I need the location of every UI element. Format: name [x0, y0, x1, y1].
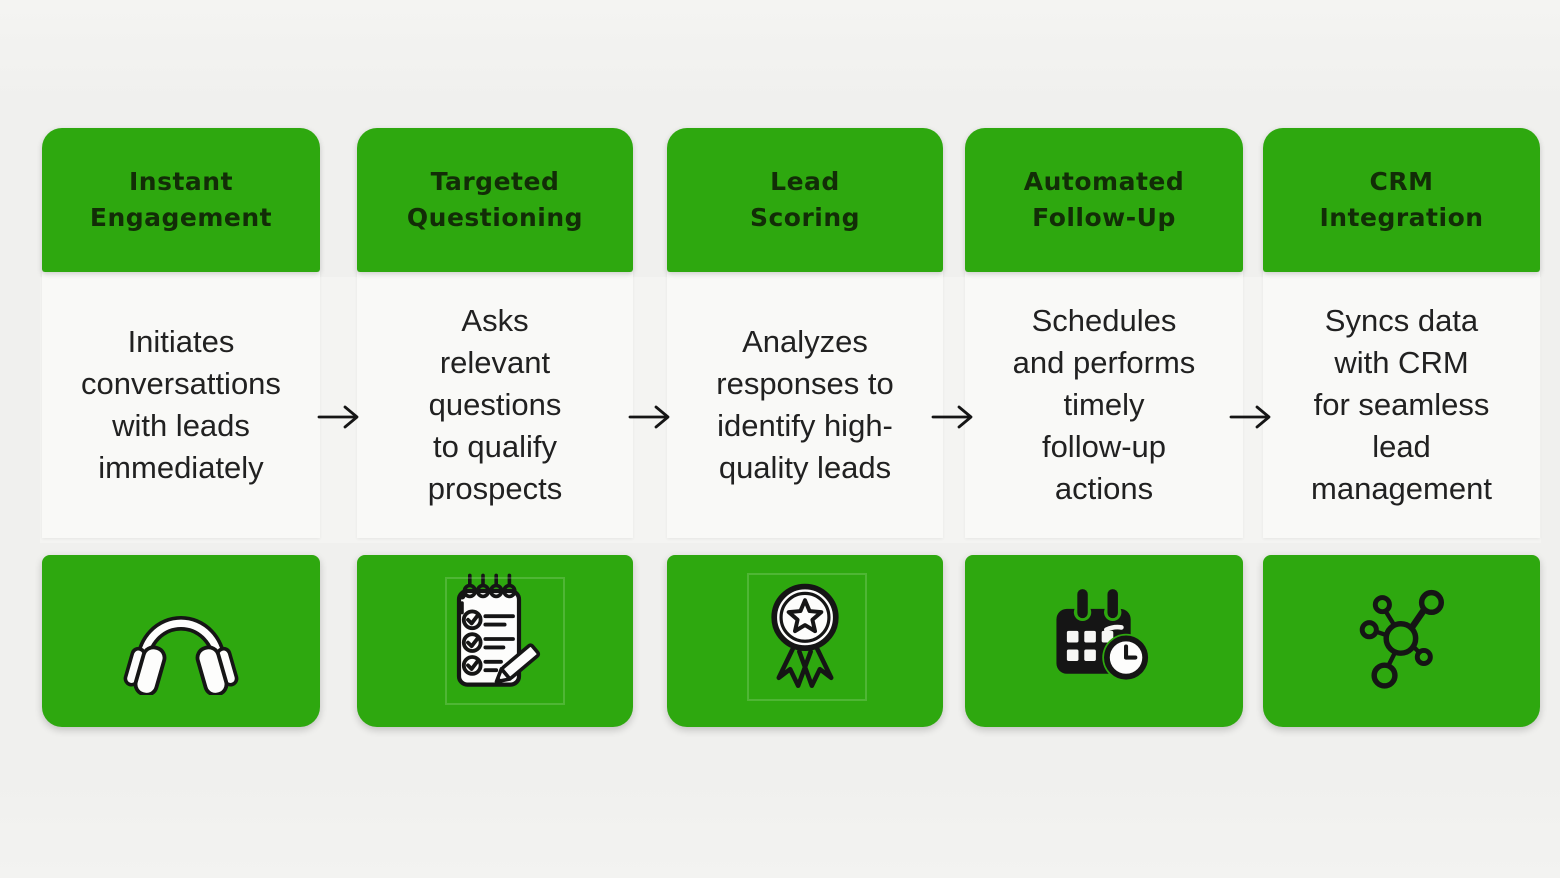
step-header: Instant Engagement: [42, 128, 320, 272]
calendar-clock-icon: [1040, 581, 1168, 702]
step-title: Instant Engagement: [89, 167, 273, 232]
step-description: Syncs data with CRM for seamless lead ma…: [1311, 303, 1492, 506]
right-arrow-icon: [930, 403, 976, 431]
step-title: CRM Integration: [1319, 167, 1484, 232]
step-icon-panel: [42, 555, 320, 727]
step-description: Initiates conversattions with leads imme…: [81, 324, 281, 485]
step-title: Targeted Questioning: [406, 167, 584, 232]
step-title: Lead Scoring: [749, 167, 861, 232]
step-body: Syncs data with CRM for seamless lead ma…: [1263, 272, 1540, 538]
checklist-notepad-icon: [429, 570, 561, 713]
step-icon-panel: [357, 555, 633, 727]
step-header: Targeted Questioning: [357, 128, 633, 272]
right-arrow-icon: [627, 403, 673, 431]
step-description: Asks relevant questions to qualify prosp…: [427, 303, 563, 506]
step-card-crm-integration: CRM Integration Syncs data with CRM for …: [1263, 128, 1540, 727]
step-body: Asks relevant questions to qualify prosp…: [357, 272, 633, 538]
step-body: Analyzes responses to identify high- qua…: [667, 272, 943, 538]
step-header: Lead Scoring: [667, 128, 943, 272]
step-card-targeted-questioning: Targeted Questioning Asks relevant quest…: [357, 128, 633, 727]
step-body: Initiates conversattions with leads imme…: [42, 272, 320, 538]
step-header: Automated Follow-Up: [965, 128, 1243, 272]
step-description: Analyzes responses to identify high- qua…: [716, 324, 894, 485]
step-card-lead-scoring: Lead Scoring Analyzes responses to ident…: [667, 128, 943, 727]
step-icon-panel: [1263, 555, 1540, 727]
step-card-instant-engagement: Instant Engagement Initiates conversatti…: [42, 128, 320, 727]
award-ribbon-icon: [748, 576, 862, 707]
step-card-automated-follow-up: Automated Follow-Up Schedules and perfor…: [965, 128, 1243, 727]
step-icon-panel: [965, 555, 1243, 727]
network-nodes-icon: [1342, 576, 1462, 707]
step-description: Schedules and performs timely follow-up …: [1012, 303, 1196, 506]
step-title: Automated Follow-Up: [1023, 167, 1185, 232]
right-arrow-icon: [1228, 403, 1274, 431]
step-body: Schedules and performs timely follow-up …: [965, 272, 1243, 538]
headphones-icon: [112, 583, 250, 700]
step-icon-panel: [667, 555, 943, 727]
right-arrow-icon: [316, 403, 362, 431]
step-header: CRM Integration: [1263, 128, 1540, 272]
